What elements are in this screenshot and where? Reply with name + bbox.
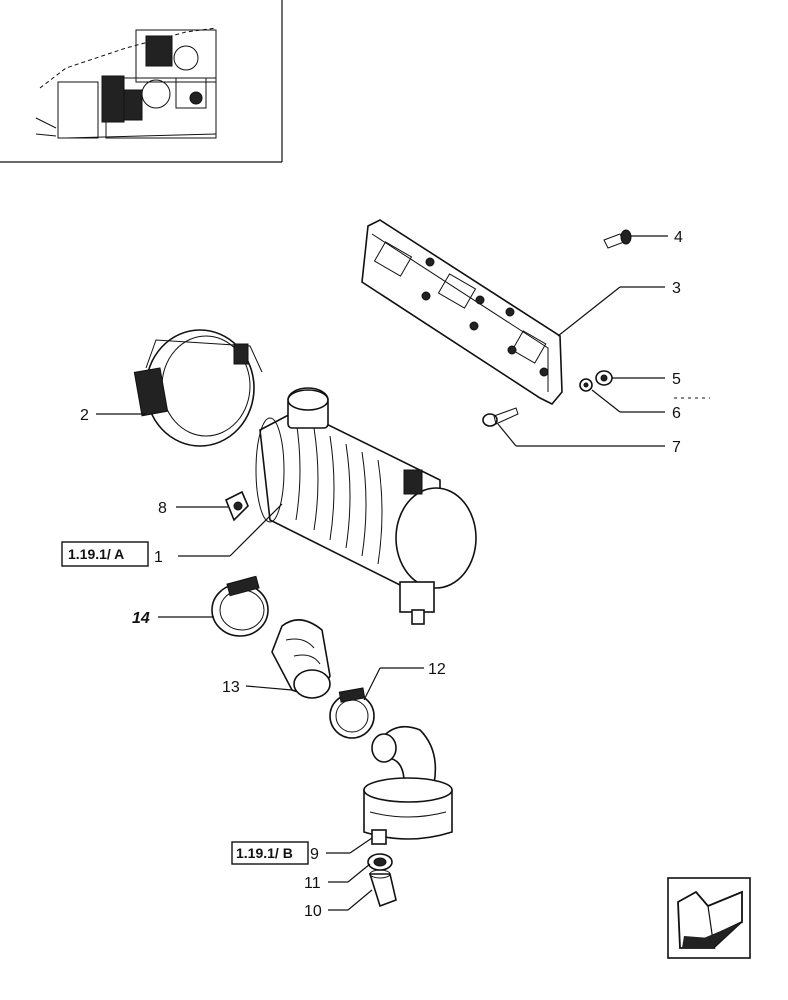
callout-6: 6: [672, 405, 681, 422]
back-arrow-icon[interactable]: [667, 877, 751, 959]
hose-clamp-14: [211, 575, 269, 637]
air-filter-housing-1: [255, 387, 477, 625]
callout-10: 10: [304, 903, 322, 920]
callout-11: 11: [304, 875, 321, 892]
reference-b-label: 1.19.1/ B: [236, 845, 293, 861]
reference-box-a[interactable]: 1.19.1/ A: [61, 541, 149, 567]
callout-9: 9: [310, 846, 319, 863]
callout-13: 13: [222, 679, 240, 696]
callout-3: 3: [672, 280, 681, 297]
callout-4: 4: [674, 229, 683, 246]
pre-cleaner-9: [363, 725, 453, 845]
washer-6: [579, 378, 593, 392]
engine-thumbnail-icon: [0, 0, 283, 163]
clamp-ring-11: [367, 853, 393, 871]
reference-box-b[interactable]: 1.19.1/ B: [231, 841, 309, 865]
mounting-plate: [361, 219, 563, 405]
reference-a-label: 1.19.1/ A: [68, 546, 124, 562]
screw-7: [482, 407, 519, 427]
clamp-band-2: [133, 329, 263, 447]
callout-12: 12: [428, 661, 446, 678]
leader-lines: [96, 235, 710, 911]
callout-1: 1: [154, 549, 163, 566]
callout-7: 7: [672, 439, 681, 456]
callout-2: 2: [80, 407, 89, 424]
callout-labels: 4 3 5 6 7 2 8 1 14 13 12 9 11 10: [80, 229, 683, 920]
callout-5: 5: [672, 371, 681, 388]
dust-valve-10: [368, 869, 397, 908]
bolt-4: [603, 229, 632, 249]
nut-5: [595, 370, 613, 386]
callout-8: 8: [158, 500, 167, 517]
hose-clamp-12: [329, 687, 375, 739]
clip-8: [224, 490, 249, 522]
hose-13: [271, 619, 331, 699]
callout-14: 14: [132, 610, 150, 627]
